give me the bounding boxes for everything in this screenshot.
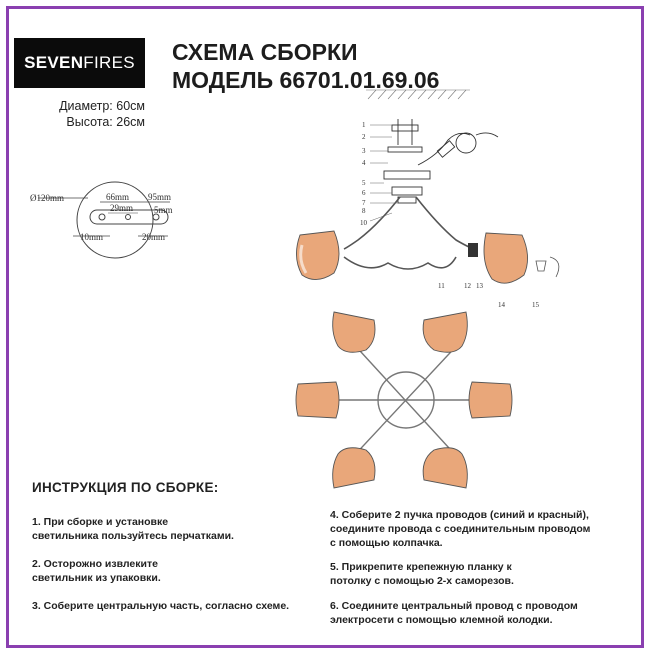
svg-text:4: 4 [362, 159, 366, 167]
instruction-step-2: 2. Осторожно извлеките светильник из упа… [32, 558, 161, 584]
title-line-2: МОДЕЛЬ 66701.01.69.06 [172, 67, 440, 93]
dim-95: 95mm [148, 192, 171, 202]
svg-text:10: 10 [360, 219, 368, 227]
top-shades [295, 311, 513, 489]
svg-text:7: 7 [362, 199, 366, 207]
mount-hardware [383, 119, 431, 204]
instruction-step-3: 3. Соберите центральную часть, согласно … [32, 600, 290, 612]
svg-text:11: 11 [438, 282, 445, 290]
instruction-step-1: 1. При сборке и установке светильника по… [32, 516, 234, 542]
mount-bar [89, 209, 169, 225]
dim-29: 29mm [110, 203, 133, 213]
dim-10: 10mm [80, 232, 103, 242]
dim-66: 66mm [106, 192, 129, 202]
diameter-label: Диаметр: 60см [59, 99, 145, 113]
instructions-heading: ИНСТРУКЦИЯ ПО СБОРКЕ: [32, 480, 219, 495]
height-label: Высота: 26см [66, 115, 145, 129]
svg-text:8: 8 [362, 207, 366, 215]
side-view-diagram: 1 2 3 4 5 6 7 8 10 11 12 13 14 15 [296, 89, 560, 307]
wire-connector [417, 132, 499, 166]
dim-5: 5mm [154, 205, 173, 215]
instruction-step-6: 6. Соедините центральный провод с провод… [330, 600, 578, 626]
svg-text:2: 2 [362, 133, 366, 141]
svg-text:13: 13 [476, 282, 484, 290]
svg-text:1: 1 [362, 121, 366, 129]
ceiling-hatch [366, 89, 470, 100]
svg-text:14: 14 [498, 301, 506, 307]
svg-text:12: 12 [464, 282, 472, 290]
page-title: СХЕМА СБОРКИ МОДЕЛЬ 66701.01.69.06 [172, 38, 439, 94]
page-border [6, 6, 644, 648]
instruction-step-5: 5. Прикрепите крепежную планку к потолку… [330, 561, 514, 587]
top-view-diagram [295, 311, 513, 489]
svg-text:5: 5 [362, 179, 366, 187]
top-arms [330, 339, 482, 461]
side-shades [296, 230, 560, 284]
svg-text:6: 6 [362, 189, 366, 197]
mount-circle [76, 181, 154, 259]
part-numbers: 1 2 3 4 5 6 7 8 10 11 12 13 14 15 [360, 121, 540, 307]
dimensions-block: Диаметр: 60см Высота: 26см [59, 98, 145, 130]
svg-text:3: 3 [362, 147, 366, 155]
instruction-step-4: 4. Соберите 2 пучка проводов (синий и кр… [330, 509, 591, 549]
mount-plate-drawing: Ø120mm 66mm 95mm 29mm 5mm 10mm 20mm [30, 181, 173, 259]
dim-20: 20mm [142, 232, 165, 242]
title-line-1: СХЕМА СБОРКИ [172, 39, 358, 65]
part-labels [369, 124, 398, 222]
svg-text:15: 15 [532, 301, 540, 307]
dim-diameter: Ø120mm [30, 193, 64, 203]
